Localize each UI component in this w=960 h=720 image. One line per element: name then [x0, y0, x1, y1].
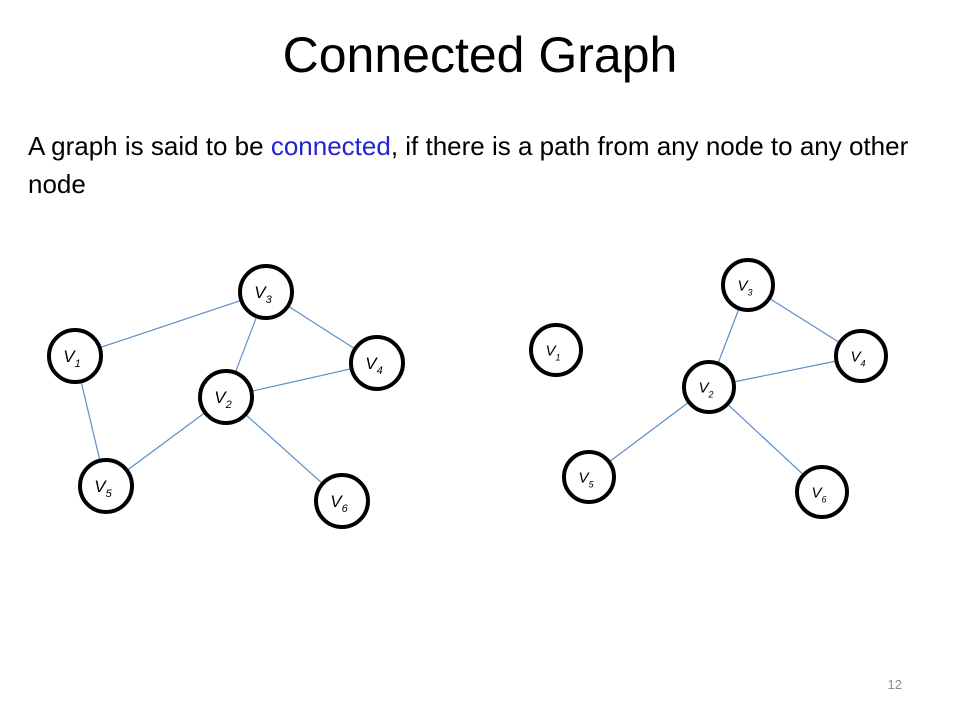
node-circle — [834, 329, 888, 383]
node-label: V5 — [578, 469, 594, 489]
node-circle — [314, 473, 370, 529]
node-circle — [682, 360, 736, 414]
node-circle — [78, 458, 134, 514]
node-label: V4 — [365, 354, 382, 377]
edge-v2-v6 — [726, 403, 805, 476]
page-number: 12 — [887, 677, 902, 692]
node-label: V1 — [63, 347, 80, 370]
node-v5: V5 — [78, 458, 134, 514]
highlighted-term: connected — [270, 131, 391, 161]
node-circle — [238, 264, 294, 320]
node-v4: V4 — [349, 335, 405, 391]
edge-v3-v4 — [287, 305, 356, 350]
node-v1: V1 — [529, 323, 583, 377]
edge-v1-v3 — [99, 299, 242, 349]
node-v1: V1 — [47, 328, 103, 384]
node-circle — [198, 369, 254, 425]
node-v3: V3 — [721, 258, 775, 312]
definition-text-start: A graph is said to be — [28, 131, 271, 161]
slide-title: Connected Graph — [282, 27, 678, 83]
node-label: V6 — [811, 484, 826, 504]
edge-v2-v5 — [126, 412, 206, 471]
node-v5: V5 — [562, 450, 616, 504]
edge-v1-v5 — [80, 381, 101, 461]
node-circle — [562, 450, 616, 504]
node-label: V3 — [737, 277, 752, 297]
node-label: V1 — [545, 342, 560, 362]
node-label: V6 — [330, 492, 348, 515]
edge-v3-v2 — [717, 308, 740, 364]
node-v6: V6 — [795, 465, 849, 519]
edge-v2-v5 — [608, 401, 690, 463]
node-circle — [47, 328, 103, 384]
edge-v2-v4 — [733, 360, 837, 383]
node-v6: V6 — [314, 473, 370, 529]
node-label: V2 — [214, 388, 231, 411]
node-label: V4 — [850, 348, 865, 368]
node-v3: V3 — [238, 264, 294, 320]
node-label: V3 — [254, 283, 272, 306]
edge-v2-v4 — [251, 368, 352, 392]
definition-text-end: , if there is a path from any node to an… — [28, 131, 909, 199]
node-label: V2 — [698, 379, 713, 399]
node-circle — [529, 323, 583, 377]
node-v2: V2 — [198, 369, 254, 425]
edge-v2-v6 — [244, 413, 324, 485]
node-v2: V2 — [682, 360, 736, 414]
edge-v3-v2 — [234, 316, 258, 373]
edge-v3-v4 — [768, 297, 841, 344]
node-v4: V4 — [834, 329, 888, 383]
node-circle — [721, 258, 775, 312]
node-circle — [795, 465, 849, 519]
node-circle — [349, 335, 405, 391]
definition-text: A graph is said to be connected, if ther… — [28, 127, 928, 203]
node-label: V5 — [94, 477, 112, 500]
